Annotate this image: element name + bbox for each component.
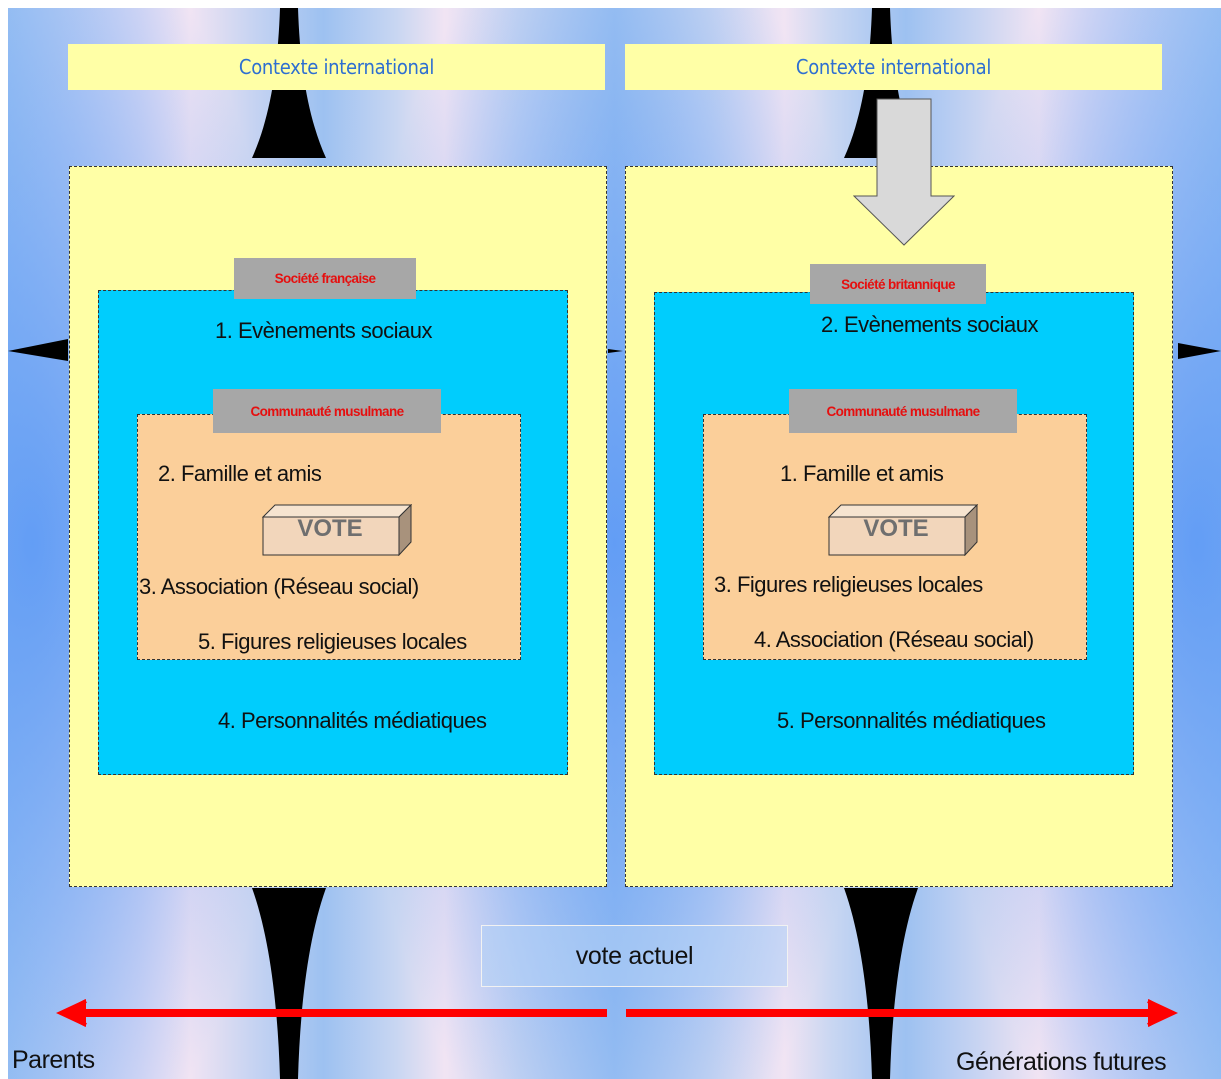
- right-community-label-text: Communauté musulmane: [826, 403, 980, 419]
- left-media-personalities: 4. Personnalités médiatiques: [218, 708, 487, 733]
- left-society-label: Société française: [234, 258, 416, 299]
- right-society-label-text: Société britannique: [841, 276, 955, 292]
- current-vote-label: vote actuel: [481, 925, 788, 987]
- right-association: 4. Association (Réseau social): [754, 627, 1034, 652]
- left-vote-box: VOTE: [262, 504, 412, 556]
- future-generations-label: Générations futures: [956, 1048, 1167, 1076]
- left-association: 3. Association (Réseau social): [139, 574, 419, 599]
- right-society-label: Société britannique: [810, 264, 986, 304]
- right-community-label: Communauté musulmane: [789, 389, 1017, 433]
- diagram-canvas: Contexte international Société française…: [8, 8, 1221, 1079]
- right-context-label: Contexte international: [625, 44, 1162, 90]
- right-religious-figures: 3. Figures religieuses locales: [714, 572, 983, 597]
- parents-label: Parents: [12, 1046, 95, 1074]
- right-vote-box: VOTE: [828, 504, 978, 556]
- right-family: 1. Famille et amis: [780, 461, 944, 486]
- right-media-personalities: 5. Personnalités médiatiques: [777, 708, 1046, 733]
- down-arrow-icon: [853, 98, 955, 246]
- left-context-label: Contexte international: [68, 44, 605, 90]
- left-vote-box-shape: [262, 504, 412, 556]
- current-vote-text: vote actuel: [575, 941, 694, 970]
- left-community-label: Communauté musulmane: [213, 389, 441, 433]
- right-vote-label: VOTE: [863, 515, 929, 542]
- left-community-label-text: Communauté musulmane: [250, 403, 404, 419]
- left-context-text: Contexte international: [238, 55, 435, 79]
- right-vote-box-shape: [828, 504, 978, 556]
- left-society-label-text: Société française: [274, 271, 376, 286]
- left-religious-figures: 5. Figures religieuses locales: [198, 629, 467, 654]
- right-social-events: 2. Evènements sociaux: [821, 312, 1038, 337]
- left-red-arrow-icon: [56, 999, 607, 1027]
- right-red-arrow-icon: [626, 999, 1178, 1027]
- left-social-events: 1. Evènements sociaux: [215, 318, 432, 343]
- left-vote-label: VOTE: [297, 515, 363, 542]
- left-family: 2. Famille et amis: [158, 461, 322, 486]
- right-context-text: Contexte international: [795, 55, 992, 79]
